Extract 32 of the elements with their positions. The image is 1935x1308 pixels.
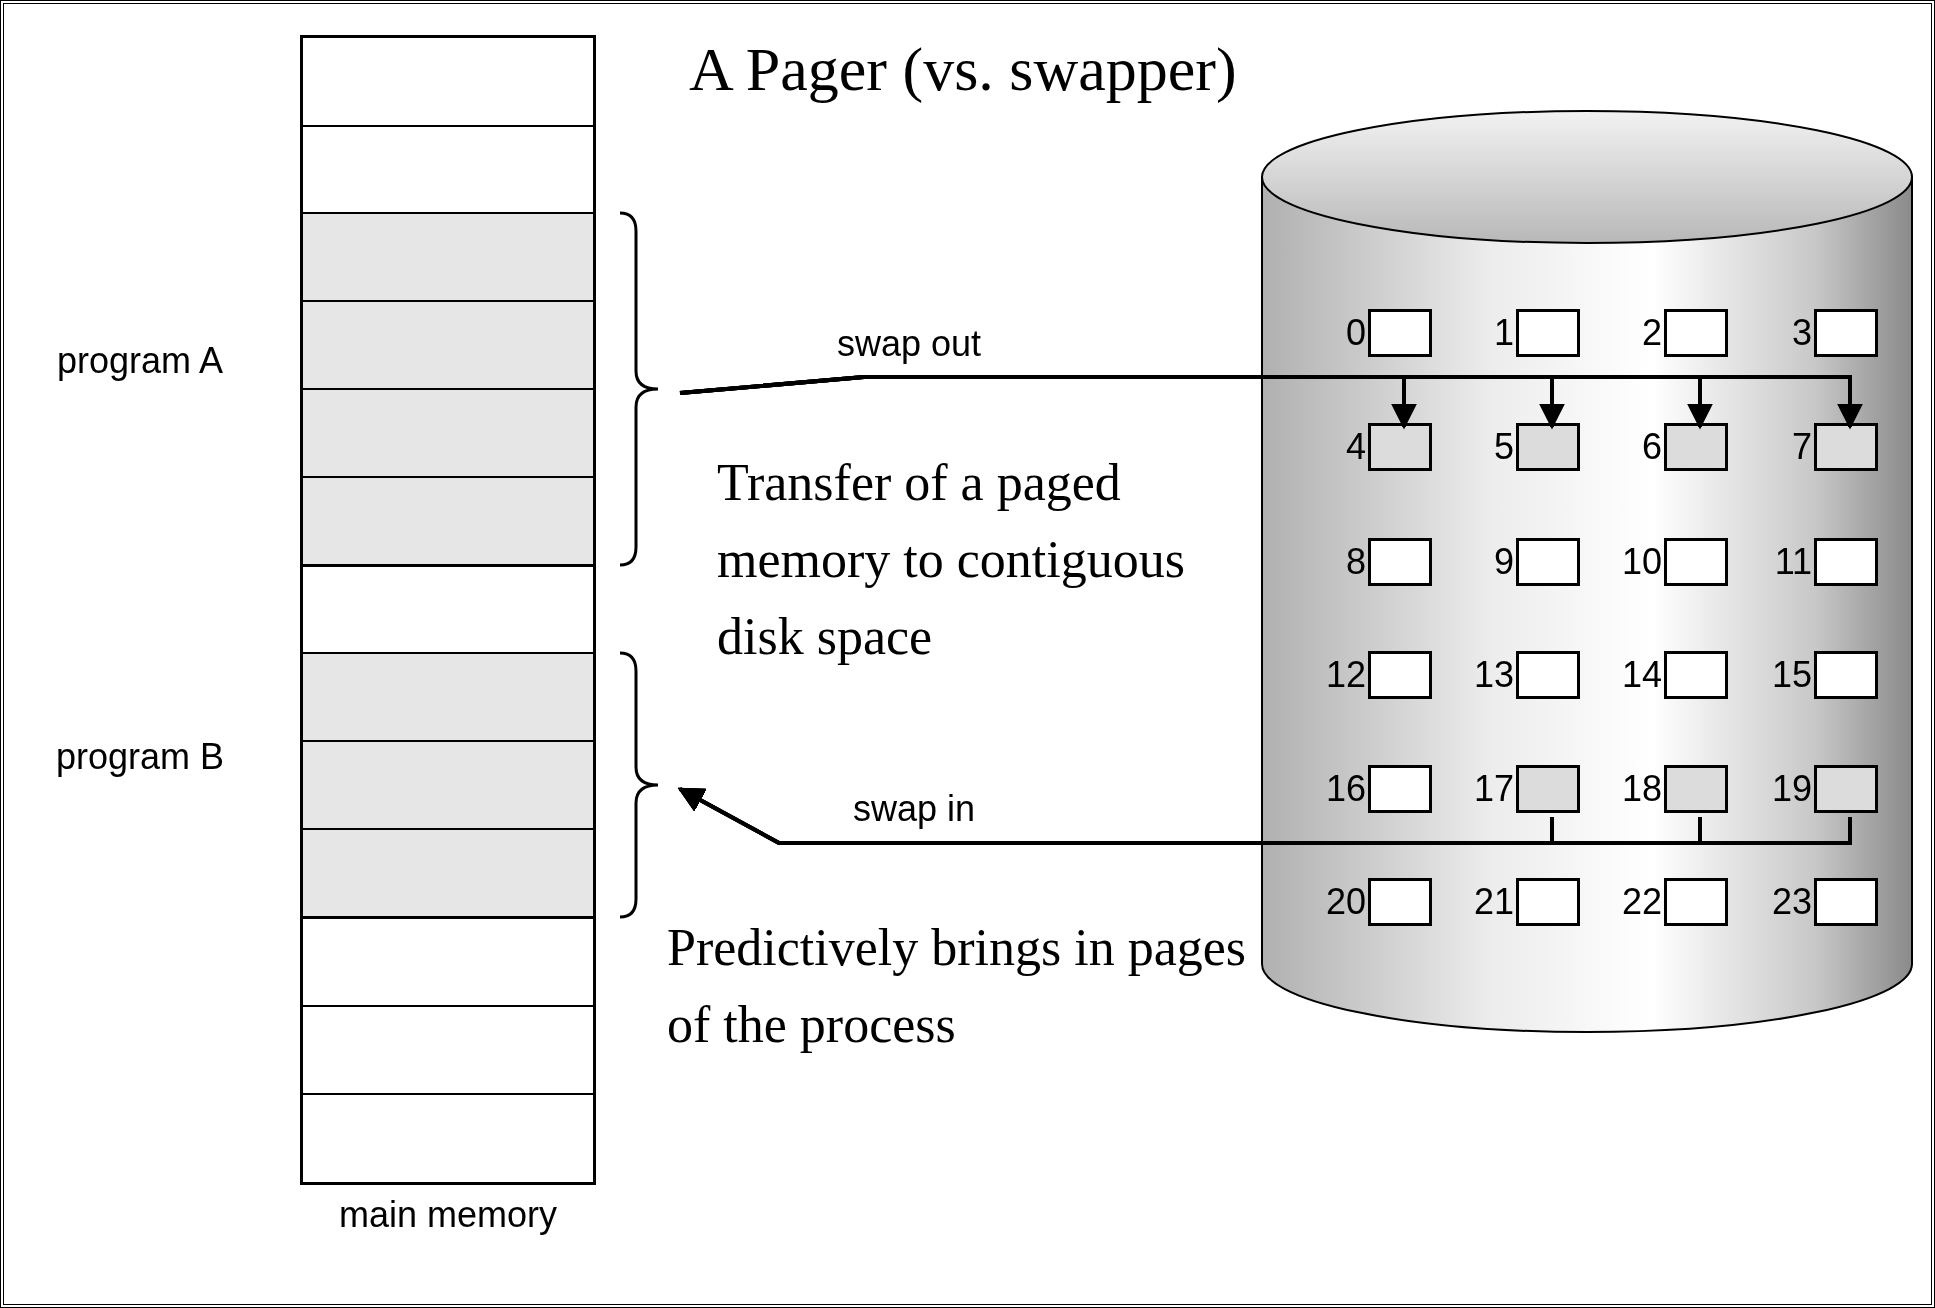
block-number: 5 [1493,425,1514,469]
block-number: 4 [1345,425,1366,469]
edge-label: swap out [837,322,982,366]
program-label: program B [54,735,226,779]
block-number: 11 [1774,540,1812,584]
block-number: 8 [1345,540,1366,584]
block-number: 20 [1325,880,1366,924]
block-number: 21 [1473,880,1514,924]
block-number: 2 [1641,311,1662,355]
block-number: 3 [1791,311,1812,355]
block-number: 14 [1621,653,1662,697]
note-text: Predictively brings in pages of the process [667,918,1248,1055]
block-number: 23 [1771,880,1812,924]
memory-caption: main memory [337,1193,558,1237]
block-number: 22 [1621,880,1662,924]
edge-label: swap in [853,787,976,831]
note-text: Transfer of a paged memory to contiguous disk space [717,453,1186,667]
block-number: 13 [1473,653,1514,697]
block-number: 6 [1641,425,1662,469]
block-number: 17 [1473,767,1514,811]
diagram-title: A Pager (vs. swapper) [689,34,1237,105]
block-number: 19 [1771,767,1812,811]
block-number: 16 [1325,767,1366,811]
block-number: 18 [1621,767,1662,811]
block-number: 12 [1325,653,1366,697]
block-number: 10 [1621,540,1662,584]
block-number: 0 [1345,311,1366,355]
block-number: 9 [1493,540,1514,584]
block-number: 1 [1493,311,1514,355]
block-number: 7 [1791,425,1812,469]
block-number: 15 [1771,653,1812,697]
program-label: program A [55,339,225,383]
